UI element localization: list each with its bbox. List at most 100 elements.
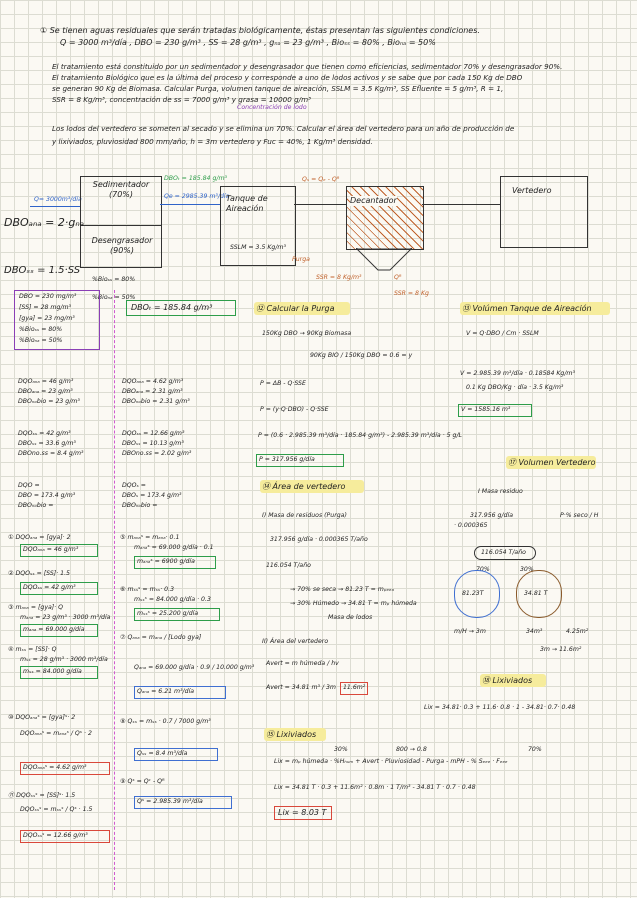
step-7-sub: Qₐₙₐ = 69.000 g/día · 0.9 / 10.000 g/m³ [134, 664, 255, 671]
column-divider [114, 290, 115, 890]
area-result: 11.6m² [343, 684, 366, 691]
purga-result-box: P = 317.956 g/día [256, 454, 344, 467]
s17-line: 4.25m² [566, 628, 589, 635]
section-14-title: ⑭ Área de vertedero [262, 482, 346, 491]
step-5-result: mₐₙₐˢ = 6900 g/día [137, 558, 195, 565]
c2-dbo-noss: DBOno.ss = 2.02 g/m³ [122, 450, 192, 457]
vertedero-label: Vertedero [512, 186, 552, 195]
problem-note: Concentración de lodo [237, 104, 307, 111]
s17-circle-blue [454, 570, 500, 618]
c2-dbo-ss: DBOₛₛ = 10.13 g/m³ [122, 440, 184, 447]
s17-line: P·% seco / H [560, 512, 599, 519]
diagram-bio-ss: %Bioₛₛ = 80% [92, 276, 136, 283]
sed-divider [80, 225, 161, 226]
diagram-ssr-2: SSR = 8 Kg [394, 290, 429, 297]
s17-line: 81.23T [462, 590, 484, 597]
given-data-box: DBO = 230 mg/m³ [SS] = 28 mg/m³ [gya] = … [14, 290, 100, 350]
diagram-dbo-out: DBOₜ = 185.84 g/m³ [164, 175, 227, 182]
s13-line: V = 2.985.39 m³/día · 0.18584 Kg/m³ [460, 370, 575, 377]
c1-dbo-gya: DBOₐₙₐ = 23 g/m³ [18, 388, 73, 395]
diagram-ssr: SSR = 8 Kg/m³ [316, 274, 362, 281]
step-6-formula: ⑥ mₛₛˢ = mₛₛ· 0.3 [120, 586, 175, 593]
step-1-result: DQOₐₙₐ = 46 g/m³ [23, 546, 79, 553]
c2-dbo-nobio: DBOₙₒbio = 2.31 g/m³ [122, 398, 190, 405]
step-6-result-box: mₛₛˢ = 25.200 g/día [134, 608, 220, 621]
section-13-title: ⑬ Volúmen Tanque de Aireación [462, 304, 592, 313]
tanque-label: Tanque de Aireación [226, 194, 268, 213]
step-5-result-box: mₐₙₐˢ = 6900 g/día [134, 556, 216, 569]
decantador-box [346, 186, 424, 250]
s17-line: I Masa residuo [478, 488, 523, 495]
s17-oval: 116.054 T/año [474, 546, 536, 560]
step-10-result-box: DQOₐₙₐˢ = 4.62 g/m³ [20, 762, 110, 775]
s17-line: 34.81 T [524, 590, 548, 597]
vertedero-box [500, 176, 588, 248]
step-4-result: mₛₛ = 84.000 g/día [23, 668, 82, 675]
s17-line: 34m³ [526, 628, 543, 635]
step-11-result: DQOₛₛˢ = 12.66 g/m³ [23, 832, 88, 839]
highlight [264, 728, 326, 741]
step-11-result-box: DQOₛₛˢ = 12.66 g/m³ [20, 830, 110, 843]
diagram-qr: Qᴿ [394, 274, 402, 281]
diagram-purga: Purga [292, 256, 310, 263]
diagram-dbo-ss: DBOₛₛ = 1.5·SS [4, 265, 81, 276]
problem-paragraph-4: SSR = 8 Kg/m³, concentración de ss = 700… [52, 95, 311, 104]
highlight [460, 302, 610, 315]
s14b-line: Avert = 34.81 m³ / 3m [266, 684, 336, 691]
step-9-formula: ⑨ Qˢ = Qᶜ - Qᴿ [120, 778, 165, 785]
flow-arrow-3 [422, 204, 500, 205]
s15-mark: 30% [334, 746, 348, 753]
step-7-result: Qₐₙₐ = 6.21 m³/día [137, 688, 195, 695]
step-9-result: Qˢ = 2.985.39 m³/día [137, 798, 203, 805]
step-4-sub: mₛₛ = 28 g/m³ · 3000 m³/día [20, 656, 108, 663]
decantador-label: Decantador [350, 196, 397, 206]
dbo-total-box: DBOₜ = 185.84 g/m³ [126, 300, 236, 316]
s14-line: Masa de lodos [328, 614, 373, 621]
s14b-line: Avert = m húmeda / hv [266, 660, 339, 667]
diagram-sslm: SSLM = 3.5 Kg/m³ [230, 244, 286, 251]
step-3-result: mₐₙₐ = 69.000 g/día [23, 626, 85, 633]
step-8-result: Qₛₛ = 8.4 m³/día [137, 750, 188, 757]
purga-result: P = 317.956 g/día [259, 456, 315, 463]
step-7-result-box: Qₐₙₐ = 6.21 m³/día [134, 686, 226, 699]
section-12-title: ⑫ Calcular la Purga [256, 304, 335, 313]
s15-line: Lix = 34.81 T · 0.3 + 11.6m² · 0.8m · 1 … [274, 784, 476, 791]
step-5-formula: ⑤ mₐₙₐˢ = mₐₙₐ· 0.1 [120, 534, 180, 541]
c2-dqo-gya: DQOₐₙₐ = 4.62 g/m³ [122, 378, 184, 385]
highlight [506, 456, 596, 469]
c2-dbo-nobio-2: DBOₙₒbio = [122, 502, 158, 509]
s12-line: 90Kg BIO / 150Kg DBO = 0.6 = y [310, 352, 413, 359]
problem-paragraph-3: se generan 90 Kg de Biomasa. Calcular Pu… [52, 84, 504, 93]
step-6-result: mₛₛˢ = 25.200 g/día [137, 610, 199, 617]
step-4-formula: ④ mₛₛ = [SS]· Q [8, 646, 57, 653]
step-3-formula: ③ mₐₙₐ = [gya]· Q [8, 604, 63, 611]
s14-line: 116.054 T/año [266, 562, 311, 569]
section-15-title: ⑮ Lixiviados [266, 730, 317, 739]
s14-line: → 30% Húmedo → 34.81 T = mₚ húmeda [290, 600, 417, 607]
step-5-sub: mₐₙₐˢ = 69.000 g/día · 0.1 [134, 544, 214, 551]
s13-line: 0.1 Kg DBO/Kg · día · 3.5 Kg/m³ [466, 384, 564, 391]
c1-dbo-noss: DBOno.ss = 8.4 g/m³ [18, 450, 84, 457]
flow-arrow-2 [294, 204, 346, 205]
given-item: [SS] = 28 mg/m³ [19, 304, 71, 311]
c1-dqo: DQO = [18, 482, 40, 489]
dbo-total: DBOₜ = 185.84 g/m³ [131, 303, 213, 312]
step-7-formula: ⑦ Qₐₙₐ = mₐₙₐ / [Lodo gya] [120, 634, 202, 641]
tanque-box [220, 186, 296, 266]
c1-dbo-ss: DBOₛₛ = 33.6 g/m³ [18, 440, 76, 447]
step-10-formula: ⑩ DQOₐₙₐˢ = [gya]ˢ· 2 [8, 714, 76, 721]
c1-dbo-nobio: DBOₙₒbio = 23 g/m³ [18, 398, 80, 405]
c2-dbo: DBOₛ = 173.4 g/m³ [122, 492, 182, 499]
problem-paragraph-6: y lixiviados, pluviosidad 800 mm/año, h … [52, 137, 373, 146]
sedimentador-label: Sedimentador (70%) [92, 180, 150, 199]
c2-dqo-ss: DQOₛₛ = 12.66 g/m³ [122, 430, 185, 437]
lix-result: Lix = 8.03 T [278, 808, 327, 817]
sedimentador-box [80, 176, 162, 268]
diagram-dbo-gya: DBOₐₙₐ = 2·gₙₐ [4, 216, 85, 229]
s17-line: 70% [476, 566, 490, 573]
problem-paragraph-1: El tratamiento está constituido por un s… [52, 62, 563, 71]
s14b-line: II) Área del vertedero [262, 638, 329, 645]
area-result-box: 11.6m² [340, 682, 368, 695]
s14-line: 317.956 g/día · 0.000365 T/año [270, 536, 368, 543]
c2-dbo-gya: DBOₐₙₐ = 2.31 g/m³ [122, 388, 183, 395]
